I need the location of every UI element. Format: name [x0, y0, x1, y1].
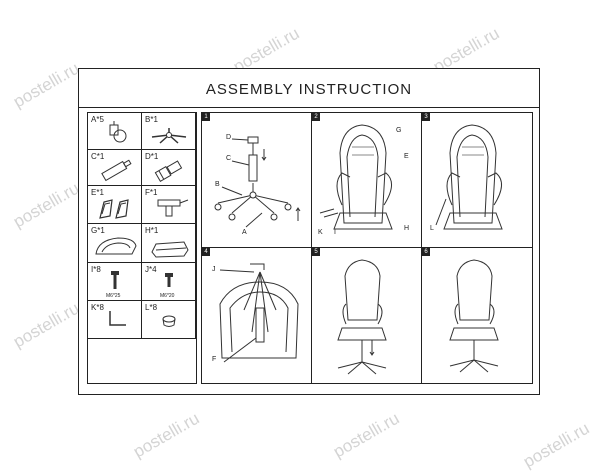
watermark: postelli.ru: [520, 418, 593, 472]
part-label: I*8: [91, 265, 101, 274]
part-label: A*5: [91, 115, 104, 124]
callout-label: I: [334, 229, 336, 236]
callout-label: E: [404, 153, 409, 160]
part-c: C*1: [88, 150, 142, 186]
finished-chair-illustration: [449, 259, 499, 373]
watermark: postelli.ru: [10, 298, 83, 352]
step-1: 1: [202, 113, 312, 248]
part-f: F*1: [142, 186, 196, 224]
seat-icon: [151, 241, 189, 258]
part-e: E*1: [88, 186, 142, 224]
step-number: 2: [312, 113, 320, 121]
instruction-sheet: ASSEMBLY INSTRUCTION A*5 B*1: [78, 68, 540, 395]
callout-label: C: [226, 155, 232, 162]
part-size: M6*20: [160, 293, 175, 299]
callout-label: D: [226, 134, 232, 141]
part-label: L*8: [145, 303, 158, 312]
part-label: D*1: [145, 152, 159, 161]
callout-label: A: [242, 229, 247, 236]
step-2: 2 G E K I H: [312, 113, 422, 248]
tilt-mechanism-icon: [157, 199, 189, 217]
callout-label: F: [212, 356, 217, 363]
watermark: postelli.ru: [130, 408, 203, 462]
parts-list: A*5 B*1 C*1: [87, 112, 197, 384]
part-label: F*1: [145, 188, 158, 197]
watermark: postelli.ru: [10, 58, 83, 112]
callout-label: B: [215, 181, 220, 188]
part-l: L*8: [142, 301, 196, 339]
step-number: 5: [312, 248, 320, 256]
callout-label: H: [404, 225, 410, 232]
watermark: postelli.ru: [330, 408, 403, 462]
part-g: G*1: [88, 224, 142, 263]
backrest-armrest-illustration: [319, 124, 393, 230]
seat-on-base-illustration: [337, 259, 387, 375]
callout-label: J: [212, 266, 216, 273]
callout-label: K: [318, 229, 323, 236]
part-label: C*1: [91, 152, 105, 161]
steps-grid: 1: [201, 112, 533, 384]
armrests-icon: [99, 199, 129, 219]
gas-lift-icon: [101, 159, 132, 182]
part-b: B*1: [142, 113, 196, 150]
gas-lift-cover-icon: [154, 160, 183, 183]
part-label: K*8: [91, 303, 104, 312]
step-number: 1: [202, 113, 210, 121]
mechanism-attach-illustration: [219, 263, 299, 363]
step-4: 4 J F: [202, 248, 312, 383]
part-k: K*8: [88, 301, 142, 339]
base-assembly-illustration: [214, 136, 301, 228]
part-size: M6*25: [106, 293, 121, 299]
part-label: J*4: [145, 265, 157, 274]
allen-key-icon: [109, 311, 126, 326]
star-base-icon: [151, 128, 187, 144]
part-label: E*1: [91, 188, 104, 197]
title-divider: [79, 107, 539, 108]
page-title: ASSEMBLY INSTRUCTION: [205, 81, 413, 98]
step-3: 3 L: [422, 113, 532, 248]
part-label: G*1: [91, 226, 105, 235]
part-d: D*1: [142, 150, 196, 186]
caster-wheel-icon: [109, 121, 127, 143]
step-5: 5: [312, 248, 422, 383]
step-number: 4: [202, 248, 210, 256]
backrest-icon: [95, 237, 137, 255]
part-label: H*1: [145, 226, 159, 235]
callout-label: G: [396, 127, 402, 134]
short-bolt-icon: [165, 273, 173, 287]
long-bolt-icon: [111, 271, 119, 289]
cap-icon: [162, 315, 176, 327]
step-6: 6: [422, 248, 532, 383]
part-a: A*5: [88, 113, 142, 150]
part-label: B*1: [145, 115, 158, 124]
part-i: I*8 M6*25: [88, 263, 142, 301]
armrest-fastening-illustration: [435, 124, 503, 230]
callout-label: L: [430, 225, 434, 232]
step-number: 3: [422, 113, 430, 121]
part-h: H*1: [142, 224, 196, 263]
step-number: 6: [422, 248, 430, 256]
watermark: postelli.ru: [10, 178, 83, 232]
part-j: J*4 M6*20: [142, 263, 196, 301]
